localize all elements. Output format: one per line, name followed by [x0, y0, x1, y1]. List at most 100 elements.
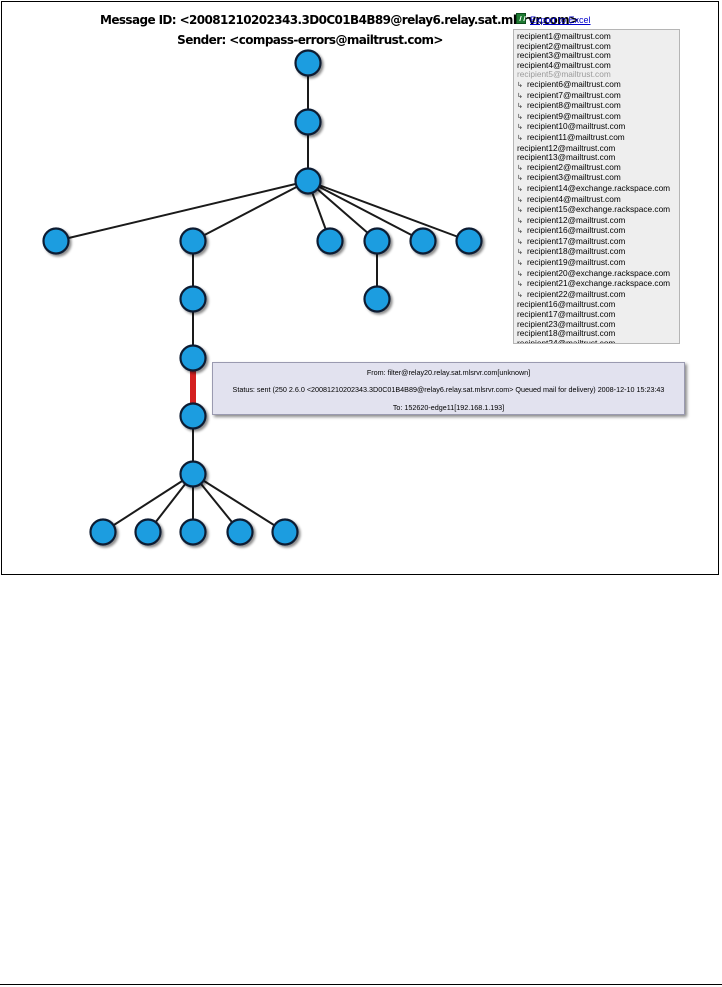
graph-node[interactable]	[294, 49, 322, 77]
forward-arrow-icon: ↳	[517, 175, 523, 183]
tooltip-to: To: 152620-edge11[192.168.1.193]	[392, 403, 505, 412]
graph-node[interactable]	[455, 227, 483, 255]
page-bottom-rule	[0, 984, 722, 985]
excel-icon[interactable]	[516, 13, 526, 24]
graph-node[interactable]	[271, 518, 299, 546]
recipient-item[interactable]: recipient23@mailtrust.com	[517, 318, 679, 330]
recipient-item[interactable]: ↳recipient7@mailtrust.com	[517, 90, 679, 102]
recipient-address: recipient5@mailtrust.com	[517, 69, 611, 80]
graph-node[interactable]	[179, 227, 207, 255]
recipient-address: recipient4@mailtrust.com	[527, 193, 621, 204]
recipient-item[interactable]: recipient12@mailtrust.com	[517, 143, 679, 154]
graph-node[interactable]	[363, 227, 391, 255]
recipient-item[interactable]: ↳recipient15@exchange.rackspace.com	[517, 204, 679, 216]
graph-node[interactable]	[294, 167, 322, 195]
graph-node[interactable]	[89, 518, 117, 546]
graph-node[interactable]	[42, 227, 70, 255]
recipient-address: recipient14@exchange.rackspace.com	[527, 182, 671, 193]
recipient-address: recipient1@mailtrust.com	[517, 31, 611, 41]
recipient-item[interactable]: recipient18@mailtrust.com	[517, 328, 679, 339]
recipient-address: recipient22@mailtrust.com	[527, 288, 626, 299]
graph-node[interactable]	[179, 402, 207, 430]
recipient-item[interactable]: ↳ recipient21@exchange.rackspace.com	[517, 278, 679, 290]
recipient-item[interactable]: ↳ recipient9@mailtrust.com	[517, 110, 679, 123]
recipient-item[interactable]: ↳recipient10@mailtrust.com	[517, 122, 679, 133]
forward-arrow-icon: ↳	[517, 124, 523, 132]
recipient-address: recipient3@mailtrust.com	[527, 172, 621, 183]
recipient-item[interactable]: ↳ recipient22@mailtrust.com	[517, 288, 679, 301]
graph-node[interactable]	[179, 518, 207, 546]
graph-node[interactable]	[316, 227, 344, 255]
recipient-item[interactable]: recipient13@mailtrust.com	[517, 152, 679, 163]
recipient-item[interactable]: recipient24@mailtrust.com	[517, 337, 679, 344]
graph-node[interactable]	[226, 518, 254, 546]
recipient-address: recipient11@mailtrust.com	[527, 131, 625, 142]
forward-arrow-icon: ↳	[517, 164, 523, 172]
recipient-item[interactable]: ↳recipient8@mailtrust.com	[517, 100, 679, 112]
graph-edge[interactable]	[55, 180, 309, 242]
recipient-item[interactable]: recipient5@mailtrust.com	[517, 70, 679, 80]
forward-arrow-icon: ↳	[517, 270, 523, 278]
graph-edge[interactable]	[307, 180, 378, 242]
forward-arrow-icon: ↳	[517, 260, 523, 268]
graph-node[interactable]	[294, 108, 322, 136]
recipient-item[interactable]: recipient2@mailtrust.com	[517, 41, 679, 52]
graph-edge[interactable]	[192, 473, 286, 533]
recipient-address: recipient3@mailtrust.com	[517, 50, 611, 61]
message-id-header: Message ID: <20081210202343.3D0C01B4B89@…	[100, 13, 579, 27]
recipient-address: recipient18@mailtrust.com	[517, 328, 616, 339]
recipient-item[interactable]: recipient17@mailtrust.com	[517, 309, 679, 320]
recipient-address: recipient16@mailtrust.com	[517, 299, 616, 310]
recipient-item[interactable]: recipient4@mailtrust.com	[517, 59, 679, 71]
recipient-item[interactable]: ↳ recipient17@mailtrust.com	[517, 235, 679, 248]
recipient-item[interactable]: ↳recipient16@mailtrust.com	[517, 225, 679, 237]
export-to-excel-link[interactable]: Export to Excel	[530, 15, 591, 25]
graph-node[interactable]	[179, 460, 207, 488]
graph-edge[interactable]	[307, 180, 424, 242]
recipient-item[interactable]: ↳ recipient19@mailtrust.com	[517, 257, 679, 269]
tooltip-from: From: filter@relay20.relay.sat.mlsrvr.co…	[366, 368, 531, 377]
forward-arrow-icon: ↳	[517, 81, 523, 89]
recipient-item[interactable]: ↳ recipient6@mailtrust.com	[517, 78, 679, 91]
recipient-item[interactable]: ↳recipient11@mailtrust.com	[517, 131, 679, 144]
recipient-item[interactable]: ↳recipient18@mailtrust.com	[517, 247, 679, 258]
forward-arrow-icon: ↳	[517, 228, 523, 236]
recipient-address: recipient23@mailtrust.com	[517, 318, 616, 329]
graph-node[interactable]	[363, 285, 391, 313]
forward-arrow-icon: ↳	[517, 196, 523, 204]
forward-arrow-icon: ↳	[517, 281, 523, 289]
sender-header: Sender: <compass-errors@mailtrust.com>	[177, 33, 443, 47]
recipient-item[interactable]: recipient1@mailtrust.com	[517, 31, 679, 42]
graph-edge[interactable]	[102, 473, 194, 533]
recipient-address: recipient4@mailtrust.com	[517, 59, 611, 70]
recipient-address: recipient9@mailtrust.com	[527, 110, 621, 121]
forward-arrow-icon: ↳	[517, 92, 523, 100]
recipient-address: recipient17@mailtrust.com	[517, 309, 616, 320]
recipient-item[interactable]: ↳ recipient3@mailtrust.com	[517, 173, 679, 184]
graph-node[interactable]	[409, 227, 437, 255]
recipient-item[interactable]: ↳recipient2@mailtrust.com	[517, 162, 679, 174]
recipient-address: recipient12@mailtrust.com	[527, 214, 626, 225]
recipient-address: recipient21@exchange.rackspace.com	[527, 278, 671, 289]
recipient-item[interactable]: ↳recipient14@exchange.rackspace.com	[517, 182, 679, 195]
graph-node[interactable]	[179, 344, 207, 372]
recipient-address: recipient24@mailtrust.com	[517, 337, 616, 344]
forward-arrow-icon: ↳	[517, 291, 523, 299]
forward-arrow-icon: ↳	[517, 238, 523, 246]
recipient-item[interactable]: ↳recipient12@mailtrust.com	[517, 214, 679, 227]
recipient-address: recipient17@mailtrust.com	[527, 235, 626, 246]
recipient-item[interactable]: recipient3@mailtrust.com	[517, 50, 679, 61]
recipient-address: recipient6@mailtrust.com	[527, 78, 621, 89]
recipient-item[interactable]: ↳ recipient4@mailtrust.com	[517, 193, 679, 206]
recipient-address: recipient19@mailtrust.com	[527, 257, 626, 268]
recipient-address: recipient15@exchange.rackspace.com	[527, 204, 671, 215]
recipient-item[interactable]: ↳recipient20@exchange.rackspace.com	[517, 268, 679, 280]
recipient-item[interactable]: recipient16@mailtrust.com	[517, 300, 679, 310]
graph-edge[interactable]	[192, 180, 309, 242]
graph-node[interactable]	[179, 285, 207, 313]
forward-arrow-icon: ↳	[517, 113, 523, 121]
recipient-address: recipient8@mailtrust.com	[527, 100, 621, 111]
graph-edge[interactable]	[307, 180, 470, 242]
graph-node[interactable]	[134, 518, 162, 546]
